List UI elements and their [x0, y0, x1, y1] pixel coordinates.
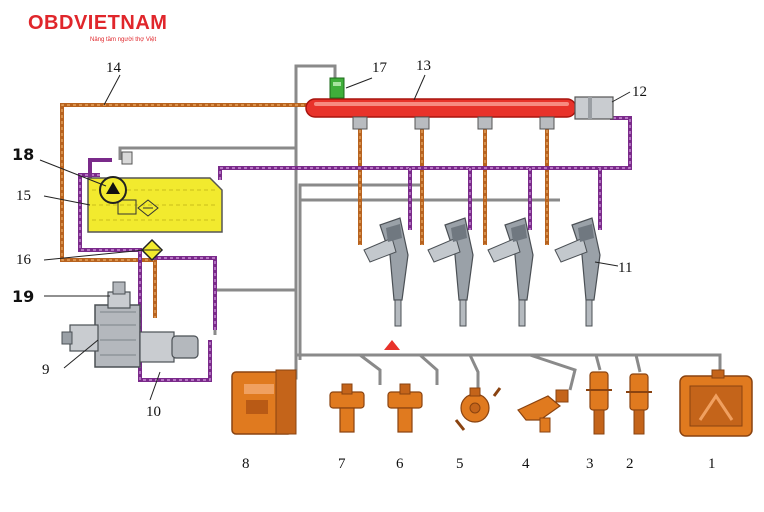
low-pressure-lines	[78, 116, 632, 382]
high-pressure-pump	[61, 281, 199, 368]
rail-outlet-fittings	[352, 116, 555, 130]
sensor-4	[517, 389, 569, 433]
label-2: 2	[626, 456, 634, 472]
injector-4	[554, 217, 601, 327]
sensor-2	[626, 373, 652, 435]
sensor-5	[454, 387, 502, 431]
spray-marker	[384, 340, 400, 350]
label-17: 17	[372, 60, 388, 76]
injector-3	[487, 217, 534, 327]
engine-ecu	[231, 369, 297, 435]
common-rail	[305, 98, 577, 118]
label-6: 6	[396, 456, 404, 472]
rail-pressure-sensor	[329, 77, 345, 99]
sensor-6	[387, 383, 423, 433]
brand-logo: OBDVIETNAM Nâng tầm người thợ Việt	[28, 12, 198, 52]
label-8: 8	[242, 456, 250, 472]
sensor-7	[329, 383, 365, 433]
label-19: 19	[12, 287, 34, 306]
label-16: 16	[16, 252, 32, 268]
label-5: 5	[456, 456, 464, 472]
label-1: 1	[708, 456, 716, 472]
label-7: 7	[338, 456, 346, 472]
label-13: 13	[416, 58, 431, 74]
label-14: 14	[106, 60, 122, 76]
electric-fuel-pump	[99, 176, 127, 204]
label-9: 9	[42, 362, 50, 378]
label-15: 15	[16, 188, 31, 204]
fuel-filter	[140, 238, 164, 262]
sensor-3	[586, 371, 612, 435]
label-10: 10	[146, 404, 161, 420]
label-3: 3	[586, 456, 594, 472]
label-4: 4	[522, 456, 530, 472]
leader-lines	[39, 74, 631, 401]
brand-logo-text: OBDVIETNAM	[28, 12, 168, 34]
tank-filler-cap	[121, 151, 133, 165]
label-12: 12	[632, 84, 647, 100]
label-11: 11	[618, 260, 632, 276]
signal-wiring	[118, 64, 722, 391]
air-mass-meter	[679, 369, 753, 437]
label-18: 18	[12, 145, 34, 164]
pressure-limiter-valve	[574, 96, 614, 120]
brand-tagline: Nâng tầm người thợ Việt	[90, 37, 157, 43]
injector-1	[363, 217, 409, 327]
return-line	[60, 103, 549, 318]
injector-2	[427, 217, 474, 327]
